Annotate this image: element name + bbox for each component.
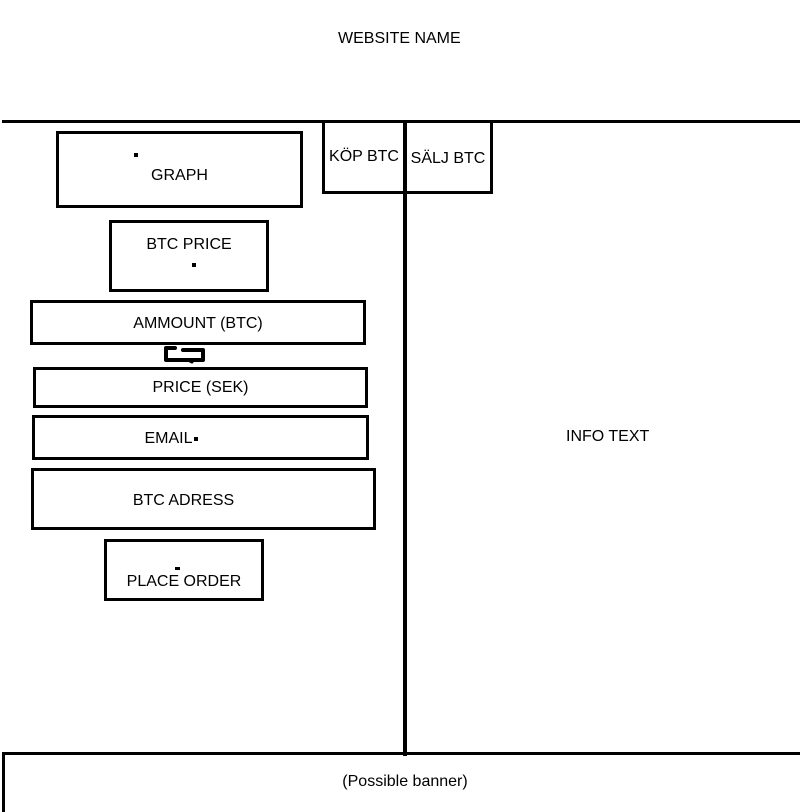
btc-price-display: BTC PRICE	[109, 220, 269, 292]
tab-kop-btc-label: KÖP BTC	[329, 148, 399, 165]
tab-kop-btc[interactable]: KÖP BTC	[322, 120, 406, 194]
price-sek-field[interactable]: PRICE (SEK)	[33, 367, 368, 408]
place-order-marker	[175, 567, 180, 570]
btc-address-label: BTC ADRESS	[132, 492, 235, 509]
amount-btc-field[interactable]: AMMOUNT (BTC)	[30, 300, 366, 345]
price-sek-label: PRICE (SEK)	[152, 379, 249, 396]
email-field[interactable]: EMAIL	[32, 415, 369, 460]
site-title: WEBSITE NAME	[338, 30, 461, 47]
place-order-label: PLACE ORDER	[126, 573, 242, 590]
graph-marker	[134, 153, 138, 157]
column-divider	[403, 120, 407, 756]
btc-price-label: BTC PRICE	[146, 236, 232, 253]
graph-panel: GRAPH	[56, 131, 303, 208]
info-text: INFO TEXT	[566, 428, 650, 445]
graph-label: GRAPH	[151, 167, 208, 184]
footer-banner-text: (Possible banner)	[342, 773, 468, 790]
email-label: EMAIL	[144, 430, 193, 447]
footer-banner: (Possible banner)	[2, 752, 800, 812]
amount-btc-label: AMMOUNT (BTC)	[133, 315, 263, 332]
tab-salj-btc[interactable]: SÄLJ BTC	[403, 120, 493, 194]
btc-price-marker	[192, 263, 196, 267]
swap-arrows-icon[interactable]	[163, 346, 207, 364]
btc-address-field[interactable]: BTC ADRESS	[31, 468, 376, 530]
tab-salj-btc-label: SÄLJ BTC	[410, 150, 486, 167]
place-order-button[interactable]: PLACE ORDER	[104, 539, 264, 601]
email-marker	[194, 437, 198, 441]
